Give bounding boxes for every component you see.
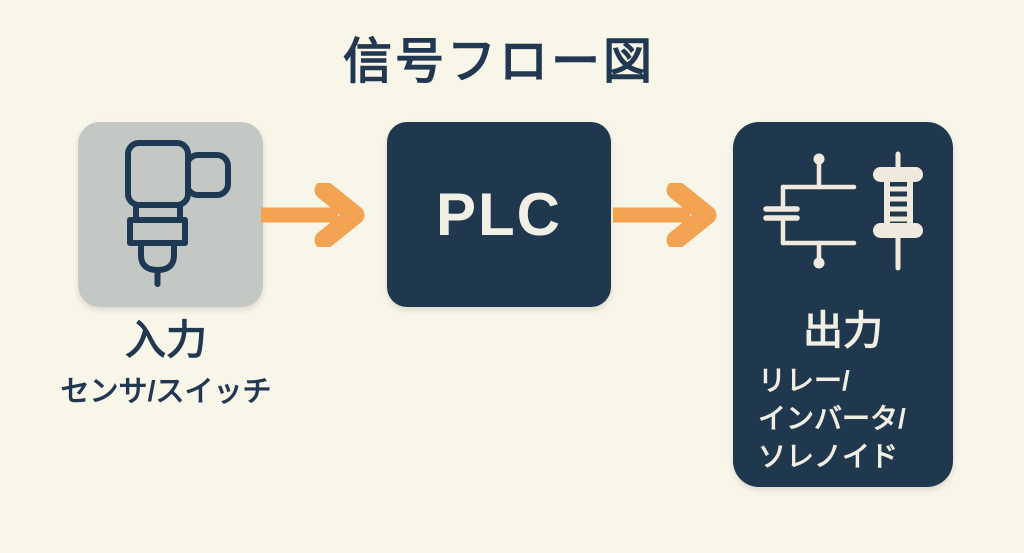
output-node-label: 出力: [803, 309, 883, 353]
output-device-item: インバータ/: [758, 403, 906, 434]
arrow-plc-to-output-icon: [608, 180, 724, 252]
arrow-input-to-plc-icon: [256, 180, 372, 252]
output-device-item: ソレノイド: [758, 441, 899, 472]
output-device-item: リレー/: [758, 365, 850, 396]
input-node: [78, 122, 263, 307]
output-node-icons: [733, 150, 953, 277]
input-node-label: 入力: [125, 317, 207, 363]
output-node: 出力 リレー/ インバータ/ ソレノイド: [733, 122, 953, 487]
input-node-labels: 入力 センサ/スイッチ: [35, 314, 297, 411]
relay-contact-icon: [761, 150, 857, 277]
plc-node: PLC: [387, 122, 611, 307]
input-node-sublabel: センサ/スイッチ: [60, 376, 272, 408]
proximity-sensor-icon: [78, 120, 263, 310]
solenoid-coil-icon: [870, 150, 926, 277]
diagram-title: 信号フロー図: [342, 35, 655, 89]
output-device-list: リレー/ インバータ/ ソレノイド: [758, 362, 906, 476]
plc-node-label: PLC: [436, 181, 562, 248]
